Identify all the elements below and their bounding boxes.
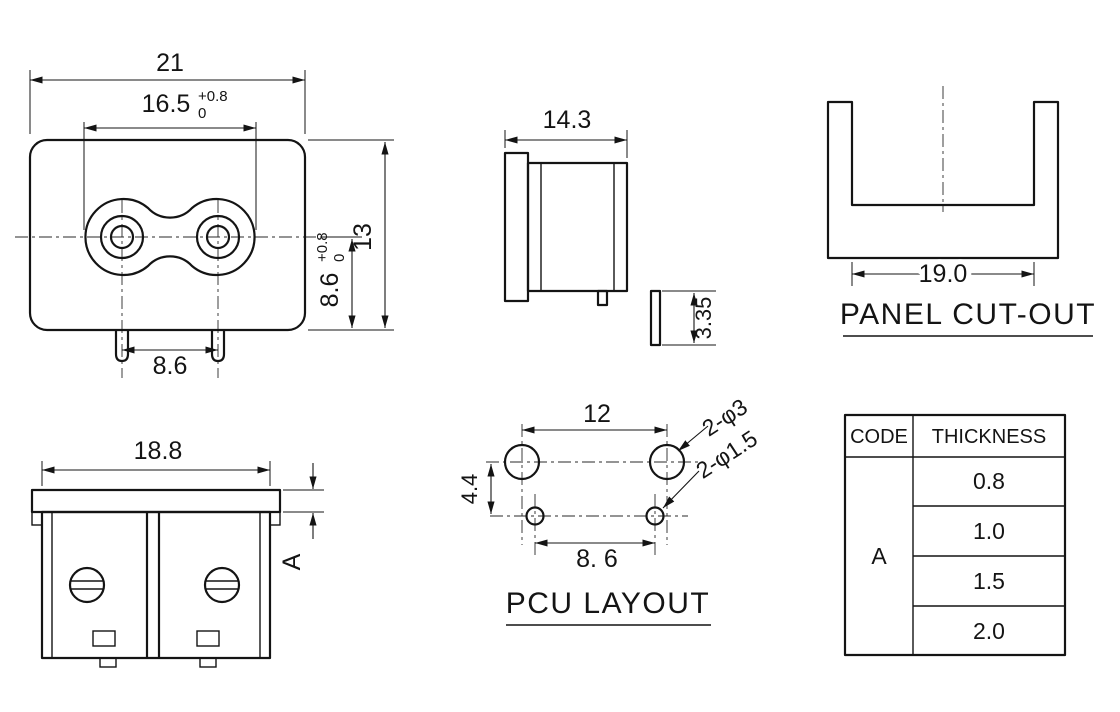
pcu-small-pitch-label: 8. 6: [576, 545, 618, 573]
side-pin-protrusion-label: 3.35: [691, 297, 716, 340]
bottom-right-hook: [269, 511, 281, 526]
pcu-large-hole-right: [648, 443, 686, 481]
pcu-small-hole-left: [525, 506, 545, 526]
front-center-height-tol-lower: 0: [331, 254, 348, 262]
leader-line: [677, 425, 709, 452]
front-recess-width-tol-upper: +0.8: [198, 88, 228, 105]
bottom-left-screw: [68, 566, 106, 604]
panel-cutout-view: 19.0 PANEL CUT-OUT: [826, 86, 1096, 337]
spec-table-thickness-row-1: 0.8: [973, 468, 1005, 494]
bottom-tab: [99, 657, 117, 668]
bottom-tab: [199, 657, 217, 668]
panel-cutout-width-label: 19.0: [919, 260, 968, 288]
spec-table-header-thickness: THICKNESS: [932, 426, 1046, 448]
pcu-large-hole-left: [503, 443, 541, 481]
front-body-outline: [28, 138, 307, 332]
front-recess-outline: [84, 197, 256, 277]
bottom-body-width-label: 18.8: [134, 437, 183, 465]
spec-table-thickness-row-4: 2.0: [973, 618, 1005, 644]
pcu-row-offset-label: 4.4: [457, 474, 482, 505]
bottom-flange-code-label: A: [278, 553, 306, 570]
front-right-pin: [205, 224, 231, 250]
front-right-leg: [210, 330, 226, 363]
bottom-flange: [30, 488, 282, 514]
front-view: 21 16.5 +0.8 0 8.6 +0.8 0 13 8.6: [15, 49, 394, 385]
spec-table: CODE THICKNESS A 0.8 1.0 1.5 2.0: [843, 413, 1067, 657]
spec-table-thickness-row-2: 1.0: [973, 518, 1005, 544]
bottom-latch-window: [92, 630, 116, 647]
front-center-height-label: 8.6: [316, 273, 344, 308]
front-center-height-dim: 8.6 +0.8 0: [314, 232, 348, 307]
front-left-leg: [114, 330, 130, 363]
bottom-view: 18.8 A: [30, 437, 324, 668]
bottom-body: [40, 510, 272, 660]
bottom-latch-window: [196, 630, 220, 647]
front-pin-pitch-label: 8.6: [153, 352, 188, 380]
front-left-pin: [109, 224, 135, 250]
side-depth-label: 14.3: [543, 106, 592, 134]
front-right-pin-ring: [195, 214, 241, 260]
front-overall-height-label: 13: [349, 223, 377, 251]
side-body: [526, 161, 629, 293]
front-left-pin-ring: [99, 214, 145, 260]
bottom-left-hook: [31, 511, 43, 526]
side-view: 14.3 3.35: [503, 106, 716, 347]
front-recess-width-tol-lower: 0: [198, 105, 206, 122]
side-long-pin: [649, 289, 662, 347]
spec-table-border: [843, 413, 1067, 657]
pcu-layout-view: 12 4.4 8. 6 2-φ3 2-φ1.5 PCU LAYOUT: [457, 393, 762, 626]
spec-table-thickness-row-3: 1.5: [973, 568, 1005, 594]
side-short-pin: [596, 289, 609, 307]
spec-table-header-code: CODE: [850, 426, 908, 448]
front-overall-width-label: 21: [156, 49, 184, 77]
pcu-large-pitch-label: 12: [583, 400, 611, 428]
pcu-small-hole-right: [645, 506, 665, 526]
side-flange: [503, 151, 530, 303]
bottom-right-screw: [203, 566, 241, 604]
leader-line: [662, 470, 700, 509]
front-recess-width-label: 16.5: [142, 90, 191, 118]
front-center-height-tol-upper: +0.8: [314, 232, 331, 262]
pcu-layout-title: PCU LAYOUT: [506, 587, 710, 620]
panel-cutout-title: PANEL CUT-OUT: [840, 298, 1096, 331]
spec-table-code-value: A: [871, 543, 887, 569]
pcu-small-holes-callout: 2-φ1.5: [691, 425, 762, 483]
panel-cutout-outline: [826, 100, 1060, 260]
